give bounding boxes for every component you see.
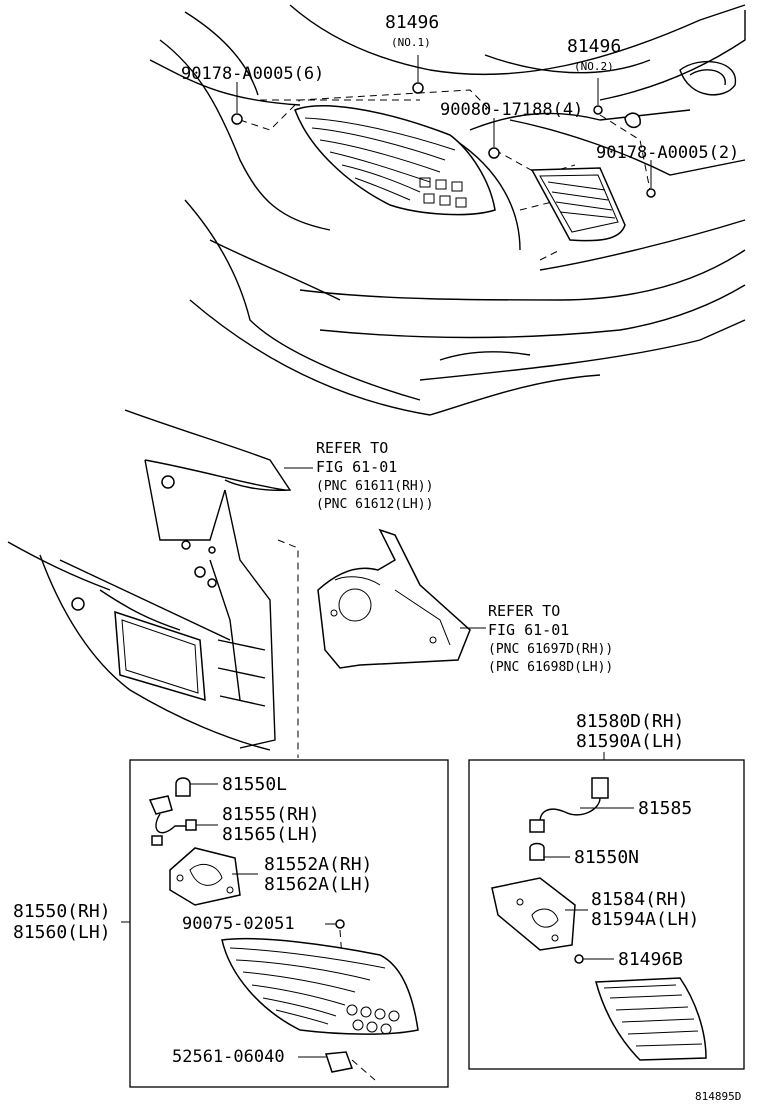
refer2-line3: (PNC 61697D(RH)): [488, 642, 613, 657]
rear-combination-lamp-81550: [221, 937, 419, 1035]
refer1-line2: FIG 61-01: [316, 458, 397, 476]
gasket-81552A: [169, 847, 258, 906]
refer2-line4: (PNC 61698D(LH)): [488, 660, 613, 675]
wire-81585: [529, 777, 634, 833]
bolt-90178-left: [231, 82, 243, 125]
label-bolt-right: 90178-A0005(2): [596, 143, 739, 163]
label-81496-no1-note: (NO.1): [391, 36, 431, 49]
inner-lamp-box: [468, 759, 745, 1070]
label-socket-lh: 81565(LH): [222, 824, 320, 845]
clip-52561: [298, 1051, 376, 1081]
label-bolt-left: 90178-A0005(6): [181, 64, 324, 84]
refer1-line4: (PNC 61612(LH)): [316, 497, 433, 512]
label-81496-no2-note: (NO.2): [574, 60, 614, 73]
label-bracket-rh: 81584(RH): [591, 889, 689, 910]
screw-90080: [488, 118, 500, 159]
refer2-line1: REFER TO: [488, 602, 560, 620]
fastener-81496-no2: [593, 78, 641, 129]
label-screw-mid: 90080-17188(4): [440, 100, 583, 120]
label-bulb-n: 81550N: [574, 847, 639, 868]
label-socket-rh: 81555(RH): [222, 804, 320, 825]
refer2-line2: FIG 61-01: [488, 621, 569, 639]
rear-lamp-inner-81580D: [595, 977, 707, 1061]
bolt-90178-right: [646, 160, 656, 198]
label-lamp-rh: 81550(RH): [13, 901, 111, 922]
label-assy-lh: 81590A(LH): [576, 731, 684, 752]
label-screw-b: 81496B: [618, 949, 683, 970]
label-nut: 90075-02051: [182, 914, 295, 934]
rear-lamp-inner-top: [530, 167, 626, 242]
nut-90075: [325, 919, 346, 1001]
lamp-assembly-box: [129, 759, 449, 1088]
fastener-81496-no1: [412, 55, 424, 94]
refer1-line1: REFER TO: [316, 439, 388, 457]
rear-combination-lamp-outer-top: [294, 105, 496, 216]
label-wire: 81585: [638, 798, 692, 819]
quarter-panel-drawing: [7, 409, 299, 758]
label-81496-no2: 81496: [567, 36, 621, 57]
label-gasket-rh: 81552A(RH): [264, 854, 372, 875]
diagram-id: 814895D: [695, 1090, 741, 1103]
label-bracket-lh: 81594A(LH): [591, 909, 699, 930]
label-assy-rh: 81580D(RH): [576, 711, 684, 732]
vehicle-rear-body-drawing: [149, 4, 746, 416]
label-bulb-l: 81550L: [222, 774, 287, 795]
screw-81496B: [574, 954, 614, 964]
quarter-trim-panel: [317, 528, 471, 669]
bulb-81550L: [175, 777, 218, 797]
refer1-line3: (PNC 61611(RH)): [316, 479, 433, 494]
label-81496-no1: 81496: [385, 12, 439, 33]
bracket-81584: [491, 877, 588, 951]
label-gasket-lh: 81562A(LH): [264, 874, 372, 895]
socket-81555: [148, 795, 218, 846]
bulb-81550N: [529, 842, 570, 861]
label-clip: 52561-06040: [172, 1047, 285, 1067]
label-lamp-lh: 81560(LH): [13, 922, 111, 943]
